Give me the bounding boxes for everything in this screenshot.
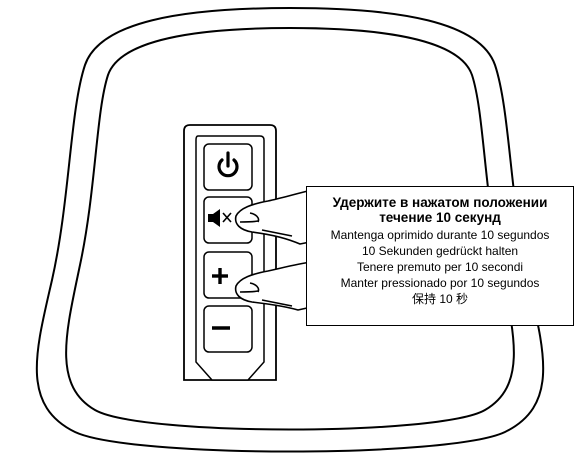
finger-upper: [234, 189, 321, 245]
volume-down-button[interactable]: [203, 305, 253, 353]
instruction-title: Удержите в нажатом положении течение 10 …: [313, 195, 567, 225]
instruction-title-line2: течение 10 секунд: [379, 210, 501, 225]
mute-button[interactable]: [203, 196, 253, 244]
instruction-title-line1: Удержите в нажатом положении: [332, 195, 548, 210]
instruction-callout: Удержите в нажатом положении течение 10 …: [306, 186, 574, 326]
instruction-german: 10 Sekunden gedrückt halten: [361, 244, 519, 258]
instruction-italian: Tenere premuto per 10 secondi: [356, 260, 524, 274]
instruction-chinese: 保持 10 秒: [411, 292, 469, 306]
power-button[interactable]: [203, 143, 253, 191]
plus-icon: [212, 268, 228, 284]
instruction-portuguese: Manter pressionado por 10 segundos: [340, 276, 540, 290]
mute-icon: [208, 209, 232, 227]
finger-lower: [234, 261, 317, 311]
instruction-spanish: Mantenga oprimido durante 10 segundos: [330, 228, 550, 242]
power-icon: [217, 151, 239, 178]
